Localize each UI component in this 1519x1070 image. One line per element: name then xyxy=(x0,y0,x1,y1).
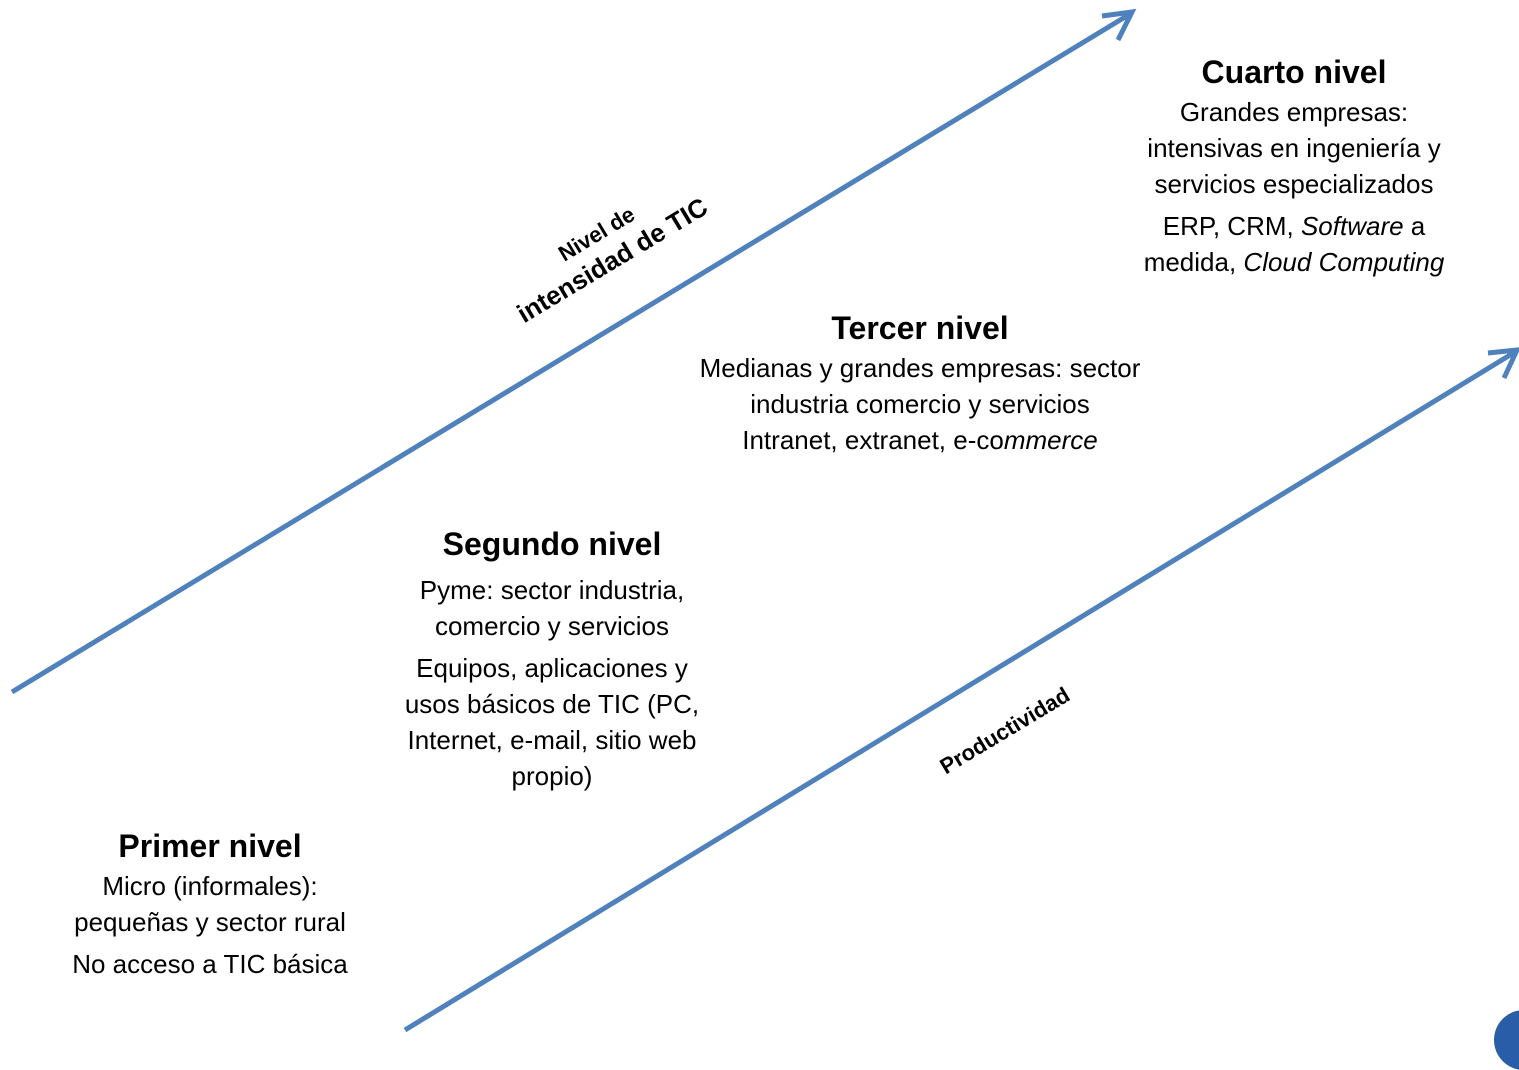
primer-nivel-desc-2: pequeñas y sector rural xyxy=(74,907,346,937)
cuarto-nivel-desc-2: intensivas en ingeniería y xyxy=(1147,133,1441,163)
tercer-nivel-tech-prefix: Intranet, extranet, e-co xyxy=(742,425,1004,455)
cuarto-nivel-tech-1-italic: Software xyxy=(1300,211,1404,241)
segundo-nivel-desc-2: comercio y servicios xyxy=(434,611,670,641)
cuarto-nivel-tech-2-prefix: medida, xyxy=(1143,247,1244,277)
segundo-nivel-title: Segundo nivel xyxy=(442,526,662,562)
cuarto-nivel-block: Cuarto nivel Grandes empresas: intensiva… xyxy=(1094,50,1494,280)
cuarto-nivel-title: Cuarto nivel xyxy=(1201,54,1387,90)
tercer-nivel-title: Tercer nivel xyxy=(831,310,1009,346)
intensity-arrow xyxy=(10,8,1137,695)
cuarto-nivel-tech-1: ERP, CRM, Software a xyxy=(1094,208,1494,244)
tercer-nivel-tech: Intranet, extranet, e-commerce xyxy=(620,422,1220,458)
productivity-arrow xyxy=(403,347,1519,1033)
segundo-nivel-tech-4: propio) xyxy=(511,761,593,791)
segundo-nivel-block: Segundo nivel Pyme: sector industria, co… xyxy=(352,522,752,794)
segundo-nivel-tech-1: Equipos, aplicaciones y xyxy=(416,653,688,683)
tercer-nivel-tech-italic: mmerce xyxy=(1003,425,1098,455)
tercer-nivel-desc-2: industria comercio y servicios xyxy=(750,389,1090,419)
primer-nivel-desc-1: Micro (informales): xyxy=(102,871,318,901)
cuarto-nivel-desc-3: servicios especializados xyxy=(1154,169,1434,199)
segundo-nivel-desc-1: Pyme: sector industria, xyxy=(419,575,685,605)
cuarto-nivel-tech-2-italic: Cloud Computing xyxy=(1243,247,1445,277)
cuarto-nivel-tech-1-suffix: a xyxy=(1403,211,1426,241)
segundo-nivel-tech-3: Internet, e-mail, sitio web xyxy=(407,725,697,755)
cuarto-nivel-tech-1-prefix: ERP, CRM, xyxy=(1162,211,1301,241)
tercer-nivel-block: Tercer nivel Medianas y grandes empresas… xyxy=(620,306,1220,458)
segundo-nivel-tech-2: usos básicos de TIC (PC, xyxy=(404,689,700,719)
tercer-nivel-desc-1: Medianas y grandes empresas: sector xyxy=(699,353,1141,383)
arrows-layer xyxy=(10,8,1519,1033)
cuarto-nivel-desc-1: Grandes empresas: xyxy=(1179,97,1409,127)
cuarto-nivel-tech-2: medida, Cloud Computing xyxy=(1094,244,1494,280)
primer-nivel-title: Primer nivel xyxy=(118,828,302,864)
primer-nivel-tech-1: No acceso a TIC básica xyxy=(72,949,348,979)
primer-nivel-block: Primer nivel Micro (informales): pequeña… xyxy=(10,824,410,982)
